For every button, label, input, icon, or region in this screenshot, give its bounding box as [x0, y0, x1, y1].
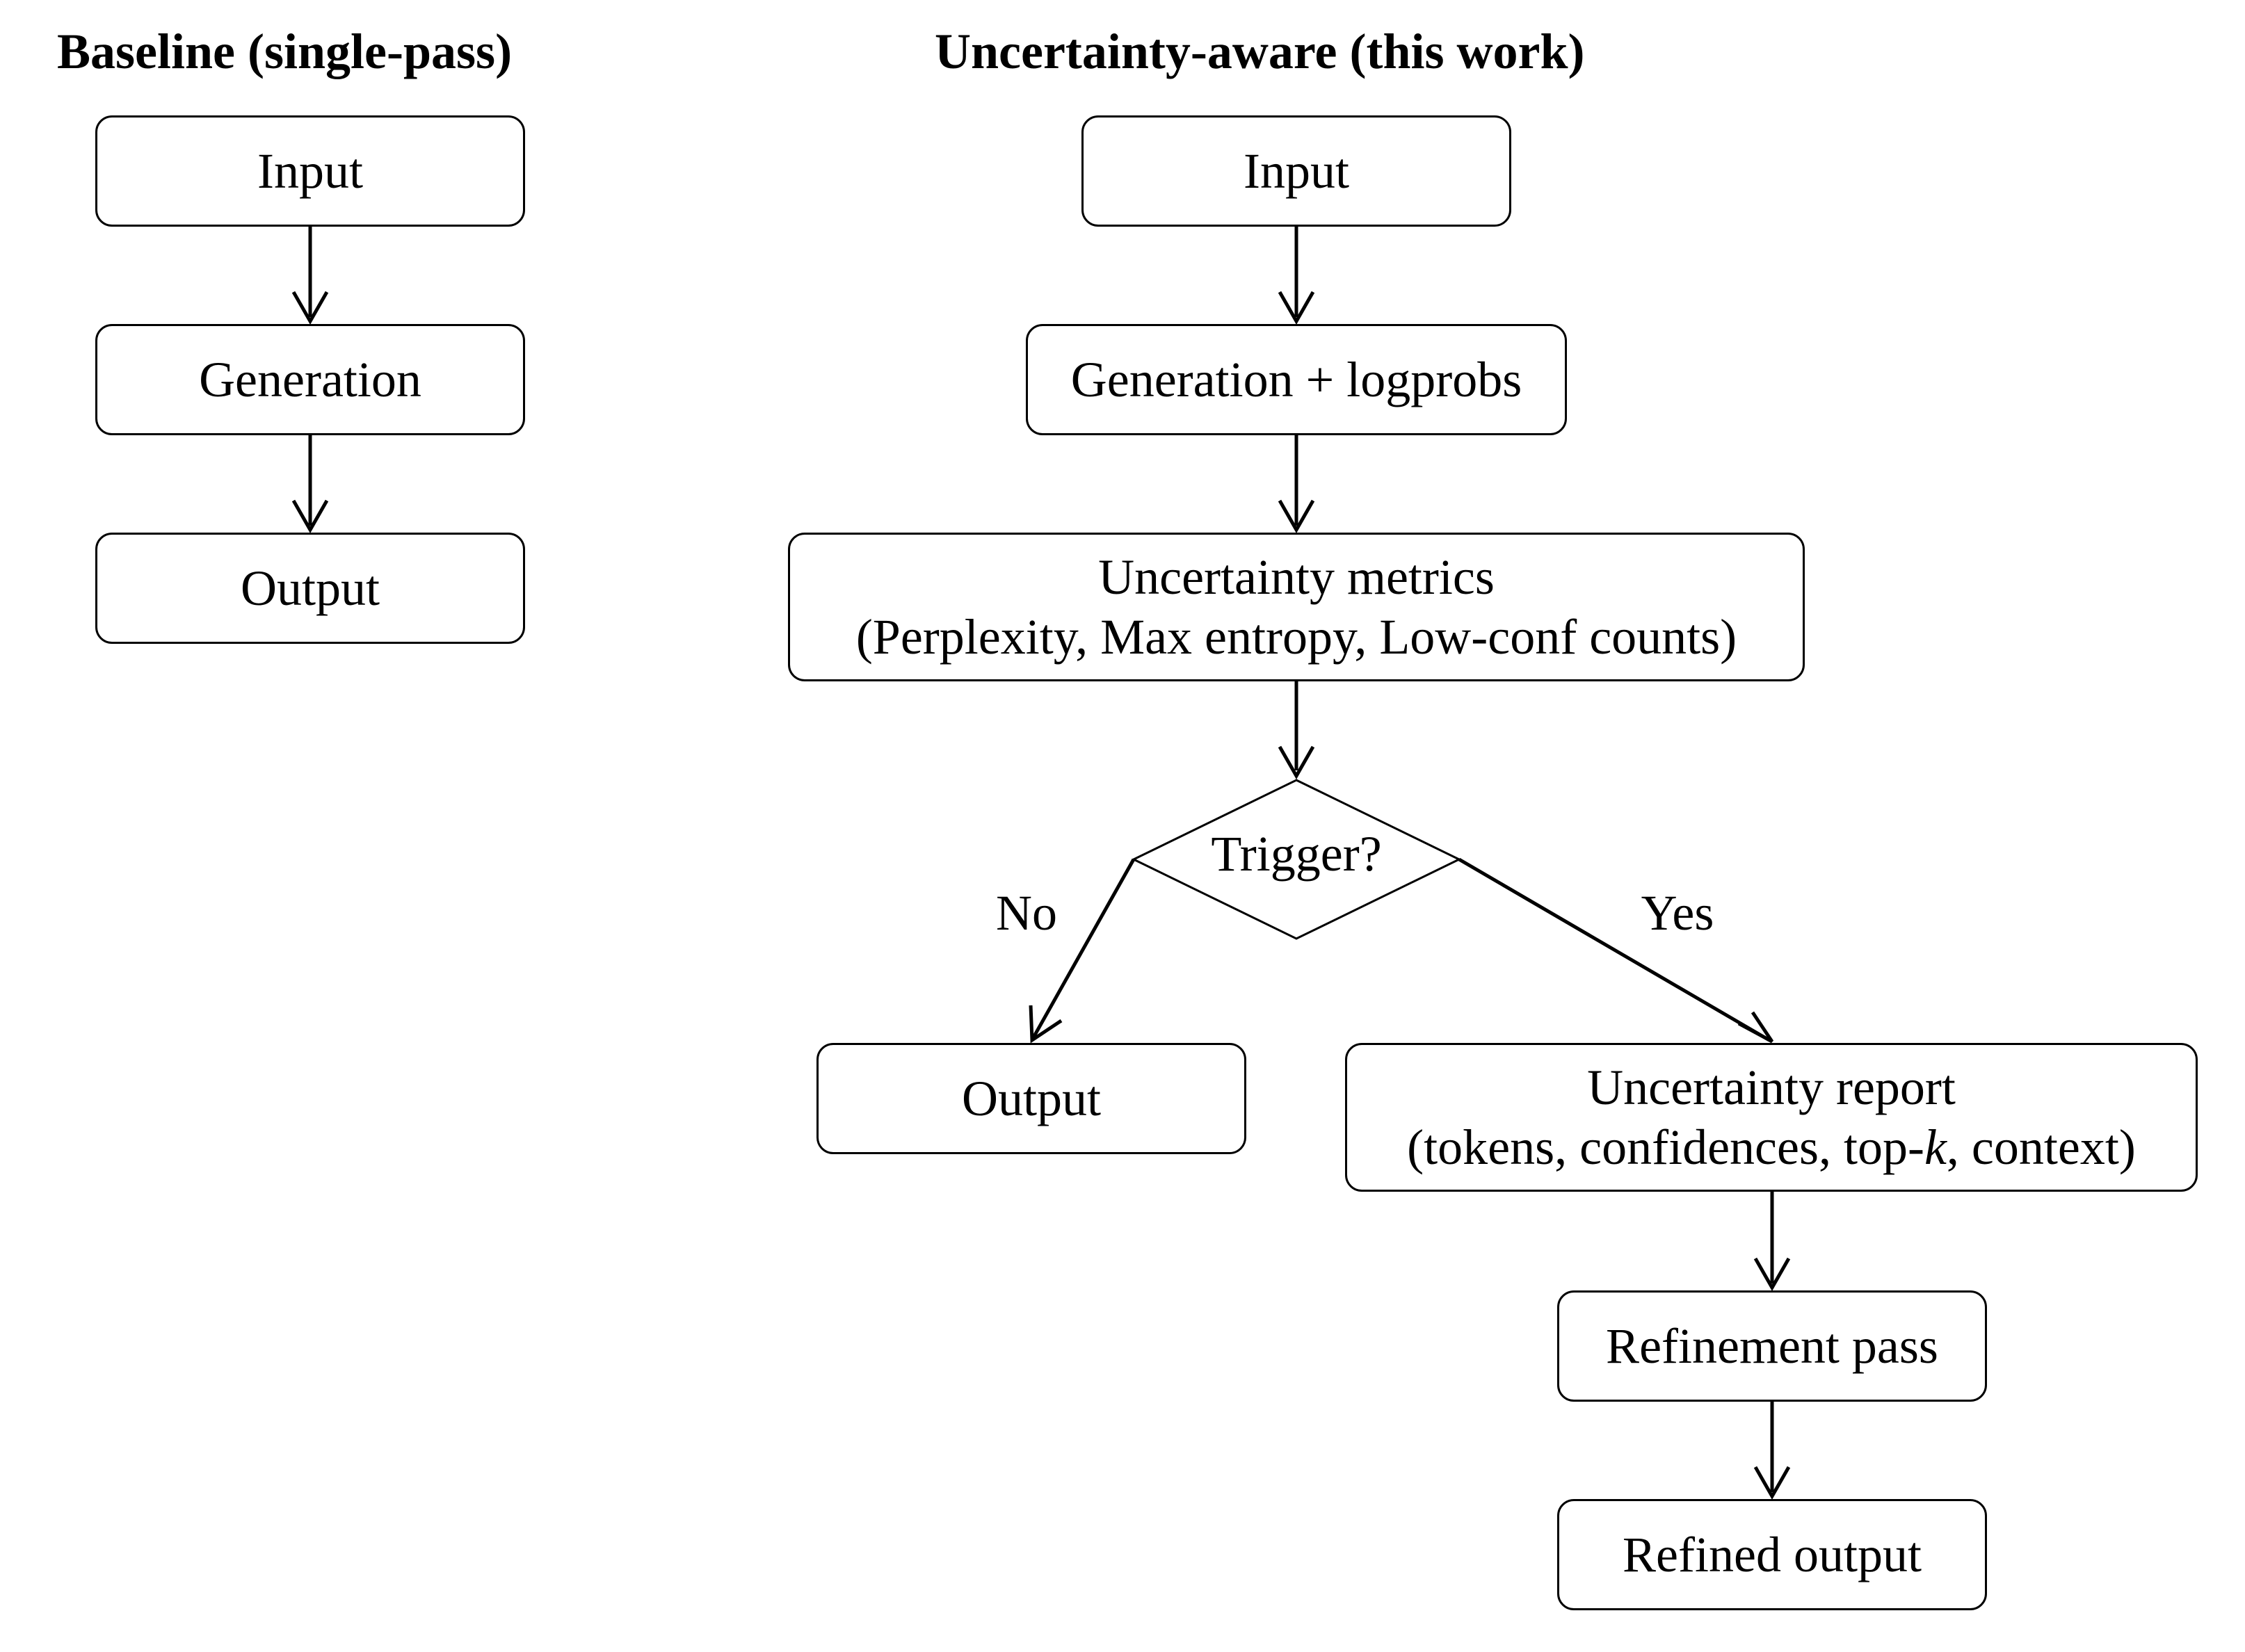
ua-generation-box: Generation + logprobs [1026, 324, 1567, 435]
ua-edge-refinement-refined-output [1753, 1402, 1791, 1500]
ua-input-label: Input [1244, 143, 1349, 199]
ua-edge-generation-metrics [1278, 435, 1315, 534]
ua-edge-metrics-trigger [1278, 681, 1315, 780]
ua-generation-label: Generation + logprobs [1070, 352, 1522, 407]
ua-report-title: Uncertainty report [1587, 1060, 1956, 1115]
baseline-edge-input-generation [291, 227, 329, 325]
ua-edge-no-branch [1029, 858, 1136, 1044]
ua-report-contents-k: k [1924, 1119, 1947, 1175]
ua-edge-yes-branch [1458, 857, 1774, 1044]
uncertainty-aware-title: Uncertainty-aware (this work) [935, 24, 1585, 79]
baseline-input-box: Input [95, 115, 525, 227]
ua-metrics-title: Uncertainty metrics [1098, 549, 1495, 605]
ua-report-box: Uncertainty report (tokens, confidences,… [1345, 1043, 2198, 1192]
ua-refined-output-label: Refined output [1623, 1527, 1922, 1582]
ua-report-contents: (tokens, confidences, top-k, context) [1407, 1117, 2136, 1177]
trigger-label: Trigger? [1211, 826, 1382, 882]
ua-edge-report-refinement [1753, 1192, 1791, 1292]
baseline-generation-box: Generation [95, 324, 525, 435]
ua-refinement-label: Refinement pass [1606, 1318, 1938, 1374]
baseline-title: Baseline (single-pass) [57, 24, 513, 79]
edge-label-no: No [996, 885, 1057, 941]
baseline-edge-generation-output [291, 435, 329, 534]
ua-edge-input-generation [1278, 227, 1315, 325]
baseline-generation-label: Generation [199, 352, 421, 407]
ua-refined-output-box: Refined output [1557, 1499, 1987, 1610]
baseline-output-box: Output [95, 533, 525, 644]
ua-output-label: Output [961, 1071, 1101, 1126]
ua-refinement-box: Refinement pass [1557, 1290, 1987, 1402]
ua-report-contents-prefix: (tokens, confidences, top- [1407, 1119, 1924, 1175]
ua-output-box: Output [816, 1043, 1246, 1154]
trigger-diamond [1131, 779, 1462, 940]
baseline-input-label: Input [257, 143, 363, 199]
edge-label-yes: Yes [1641, 885, 1714, 941]
ua-metrics-box: Uncertainty metrics (Perplexity, Max ent… [788, 533, 1805, 681]
ua-report-contents-suffix: , context) [1946, 1119, 2136, 1175]
ua-input-box: Input [1081, 115, 1511, 227]
ua-metrics-list: (Perplexity, Max entropy, Low-conf count… [855, 609, 1737, 665]
baseline-output-label: Output [240, 560, 380, 616]
